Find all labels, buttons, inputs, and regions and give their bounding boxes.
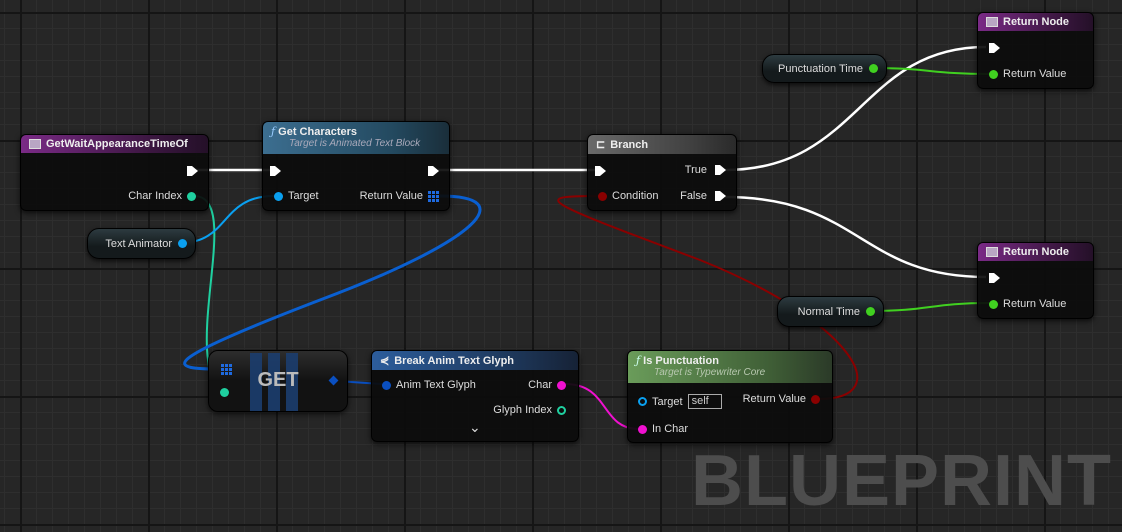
node-title: GetWaitAppearanceTimeOf xyxy=(46,138,188,150)
in-char-pin[interactable]: In Char xyxy=(638,423,688,435)
branch-node[interactable]: ⊏Branch True Condition False xyxy=(587,134,737,211)
break-anim-text-glyph-node[interactable]: ⋞Break Anim Text Glyph Anim Text Glyph C… xyxy=(371,350,579,442)
object-pin[interactable] xyxy=(178,239,187,248)
exec-in-pin[interactable] xyxy=(989,273,1000,283)
return-value-pin[interactable]: Return Value xyxy=(989,298,1066,310)
function-icon xyxy=(986,247,998,257)
item-out-pin[interactable] xyxy=(328,375,339,386)
array-wire xyxy=(183,194,482,371)
float-wire xyxy=(871,67,991,75)
char-pin[interactable]: Char xyxy=(528,379,566,391)
exec-in-pin[interactable] xyxy=(989,43,1000,53)
array-get-bg-icon xyxy=(250,353,298,411)
function-icon: ƒ xyxy=(636,354,641,367)
exec-wire xyxy=(724,195,987,279)
function-icon xyxy=(986,17,998,27)
get-label: GET xyxy=(257,369,299,391)
float-wire xyxy=(868,302,991,312)
break-struct-icon: ⋞ xyxy=(380,355,390,367)
text-animator-variable[interactable]: Text Animator xyxy=(87,228,196,259)
array-in-pin[interactable] xyxy=(221,364,232,375)
float-pin[interactable] xyxy=(869,64,878,73)
condition-pin[interactable]: Condition xyxy=(598,190,658,202)
array-get-node[interactable]: GET xyxy=(208,350,348,412)
exec-in-pin[interactable] xyxy=(270,166,281,176)
anim-text-glyph-pin[interactable]: Anim Text Glyph xyxy=(382,379,476,391)
return-node-false[interactable]: Return Node Return Value xyxy=(977,242,1094,319)
target-pin[interactable]: Target xyxy=(274,190,319,202)
function-icon xyxy=(29,139,41,149)
true-pin[interactable]: True xyxy=(685,164,726,176)
return-node-true[interactable]: Return Node Return Value xyxy=(977,12,1094,89)
exec-out-pin[interactable] xyxy=(187,166,198,176)
function-icon: ƒ xyxy=(271,125,276,138)
normal-time-variable[interactable]: Normal Time xyxy=(777,296,884,327)
float-pin[interactable] xyxy=(866,307,875,316)
branch-icon: ⊏ xyxy=(596,139,606,151)
index-in-pin[interactable] xyxy=(220,388,229,397)
return-value-pin[interactable]: Return Value xyxy=(360,190,439,202)
punctuation-time-variable[interactable]: Punctuation Time xyxy=(762,54,887,83)
char-index-pin[interactable]: Char Index xyxy=(128,190,196,202)
exec-out-pin[interactable] xyxy=(428,166,439,176)
array-icon xyxy=(428,190,439,202)
false-pin[interactable]: False xyxy=(680,190,726,202)
exec-in-pin[interactable] xyxy=(595,166,606,176)
blueprint-watermark: BLUEPRINT xyxy=(691,441,1112,521)
expand-chevron-icon[interactable]: ⌄ xyxy=(469,419,481,435)
function-entry-node[interactable]: GetWaitAppearanceTimeOf Char Index xyxy=(20,134,209,211)
return-value-pin[interactable]: Return Value xyxy=(743,393,820,405)
target-self-input[interactable]: self xyxy=(687,394,722,409)
return-value-pin[interactable]: Return Value xyxy=(989,68,1066,80)
glyph-index-pin[interactable]: Glyph Index xyxy=(493,404,566,416)
